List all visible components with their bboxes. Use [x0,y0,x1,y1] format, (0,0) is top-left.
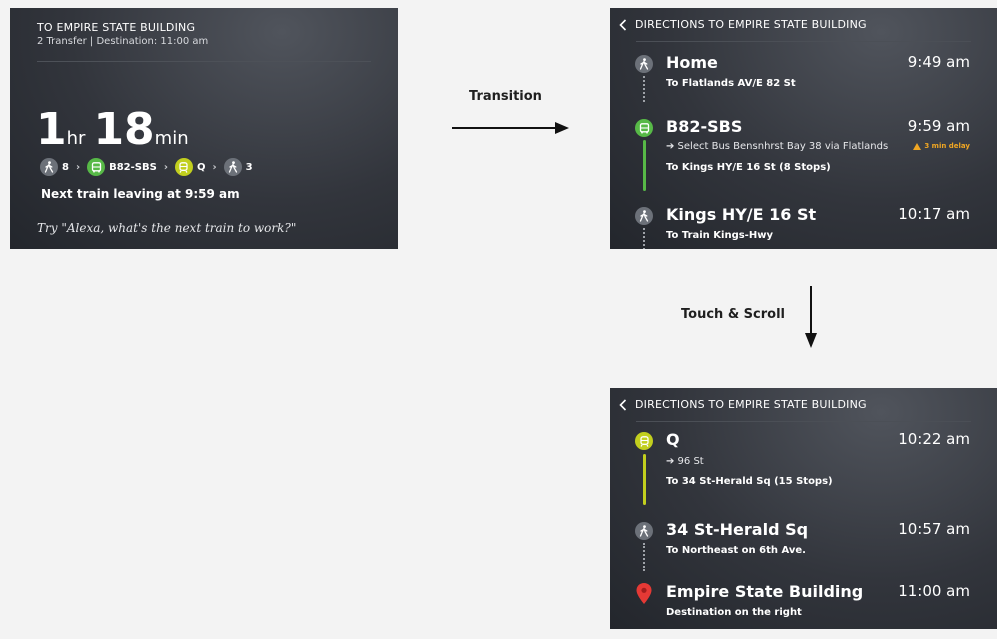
location-pin-icon [636,583,652,604]
divider [636,421,971,422]
bus-icon [635,119,653,137]
directions-title: DIRECTIONS TO EMPIRE STATE BUILDING [635,398,867,411]
step-name: B82-SBS [666,117,743,136]
duration-minutes-unit: min [154,128,189,149]
bus-icon [87,158,106,176]
route-bus-name: B82-SBS [109,161,157,173]
chevron-right-icon: › [163,161,168,173]
step-detail: To Flatlands AV/E 82 St [666,78,796,89]
duration-hours: 1 [36,104,67,155]
walk-icon [635,55,653,73]
walk-icon [223,158,242,176]
train-icon [174,158,193,176]
route-walk-minutes: 3 [245,161,253,173]
step-time: 11:00 am [898,582,970,600]
transition-label: Transition [469,89,542,104]
directions-title: DIRECTIONS TO EMPIRE STATE BUILDING [635,18,867,31]
scroll-label: Touch & Scroll [681,307,785,322]
directions-screen-top[interactable]: DIRECTIONS TO EMPIRE STATE BUILDING Home… [610,8,997,249]
step-detail: To Train Kings-Hwy [666,230,773,241]
directions-screen-scrolled[interactable]: DIRECTIONS TO EMPIRE STATE BUILDING Q 10… [610,388,997,629]
walk-icon [40,158,58,176]
card-subtitle: 2 Transfer | Destination: 11:00 am [37,36,209,47]
train-icon [635,432,653,450]
step-time: 10:57 am [898,520,970,538]
trip-summary-card[interactable]: TO EMPIRE STATE BUILDING 2 Transfer | De… [10,8,398,249]
step-detail: To Kings HY/E 16 St (8 Stops) [666,162,831,173]
card-title: TO EMPIRE STATE BUILDING [37,21,196,34]
step-time: 10:17 am [898,205,970,223]
step-detail: To Northeast on 6th Ave. [666,545,806,556]
divider [636,41,971,42]
directions-header: DIRECTIONS TO EMPIRE STATE BUILDING [610,8,997,41]
delay-badge: 3 min delay [913,142,970,150]
walk-icon [635,207,653,225]
chevron-right-icon: › [212,161,217,173]
route-train-name: Q [196,161,206,173]
step-name: Kings HY/E 16 St [666,205,817,224]
arrow-down-icon [805,286,817,348]
next-train-text: Next train leaving at 9:59 am [41,187,240,201]
step-time: 10:22 am [898,430,970,448]
arrow-right-icon [452,122,569,134]
bus-route-line [643,140,646,191]
walk-path-line [643,228,645,249]
step-detail: Destination on the right [666,607,802,618]
delay-text: 3 min delay [924,142,970,150]
step-time: 9:49 am [907,53,970,71]
directions-header: DIRECTIONS TO EMPIRE STATE BUILDING [610,388,997,421]
train-route-line [643,454,646,505]
duration-hours-unit: hr [66,128,86,149]
walk-path-line [643,76,645,102]
back-chevron-icon[interactable] [619,398,627,411]
trip-duration: 1hr 18min [36,104,197,155]
warning-icon [913,142,922,150]
step-time: 9:59 am [907,117,970,135]
walk-icon [635,522,653,540]
step-name: Q [666,430,680,449]
step-name: Home [666,53,718,72]
voice-hint: Try "Alexa, what's the next train to wor… [37,221,297,235]
back-chevron-icon[interactable] [619,18,627,31]
step-name: Empire State Building [666,582,864,601]
step-name: 34 St-Herald Sq [666,520,809,539]
step-detail: To 34 St-Herald Sq (15 Stops) [666,476,833,487]
step-via: ➔ 96 St [666,456,704,467]
walk-path-line [643,543,645,571]
step-via: ➔ Select Bus Bensnhrst Bay 38 via Flatla… [666,141,889,152]
divider [37,61,371,62]
route-walk-minutes: 8 [62,161,69,173]
duration-minutes: 18 [93,104,155,155]
chevron-right-icon: › [75,161,81,173]
route-summary: 8 › B82-SBS › Q › 3 [40,156,253,178]
